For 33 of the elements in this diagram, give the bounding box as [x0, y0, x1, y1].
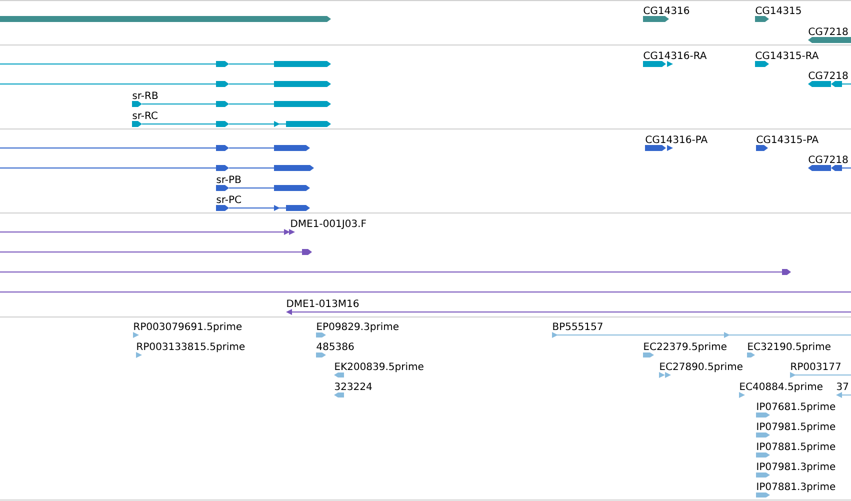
feature-label: CG14316-RA: [644, 52, 707, 60]
feature-label: 323224: [334, 382, 372, 390]
feature-label: IP07881.5prime: [757, 442, 836, 452]
feature-label: CG14315-RA: [756, 52, 819, 60]
feature-label: EC32190.5prime: [748, 342, 830, 352]
feature-label: EC40884.5prime: [740, 382, 822, 392]
feature-label: IP07981.5prime: [757, 422, 836, 432]
feature-label: EP09829.3prime: [317, 322, 398, 332]
feature-label: sr-PB: [216, 176, 241, 184]
feature-label: CG14316-PA: [646, 136, 708, 144]
feature-label: 37: [836, 382, 848, 390]
feature-label: RP003133815.5prime: [137, 342, 245, 352]
feature-label: sr-PC: [216, 196, 241, 204]
feature-label: BP555157: [553, 322, 602, 330]
feature-label: sr-RC: [132, 112, 158, 120]
feature-label: CG7218: [808, 72, 848, 80]
feature-label: EC27890.5prime: [660, 362, 742, 372]
feature-label: CG14315: [756, 6, 801, 14]
feature-label: CG7218: [808, 28, 848, 36]
feature-label: IP07981.3prime: [757, 462, 836, 472]
feature-label: IP07681.5prime: [757, 402, 836, 412]
feature-label: RP003079691.5prime: [134, 322, 242, 332]
feature-label: 485386: [316, 342, 354, 350]
feature-label: DME1-013M16: [287, 300, 359, 308]
feature-label: IP07881.3prime: [757, 482, 836, 492]
feature-label: CG14316: [644, 6, 690, 14]
feature-label: EK200839.5prime: [335, 362, 424, 372]
feature-label: DME1-001J03.F: [291, 220, 366, 229]
feature-label: RP003177: [791, 362, 840, 370]
feature-label: CG7218: [808, 156, 848, 164]
feature-label: EC22379.5prime: [644, 342, 726, 352]
feature-label: sr-RB: [132, 92, 158, 100]
feature-label: CG14315-PA: [756, 136, 818, 144]
